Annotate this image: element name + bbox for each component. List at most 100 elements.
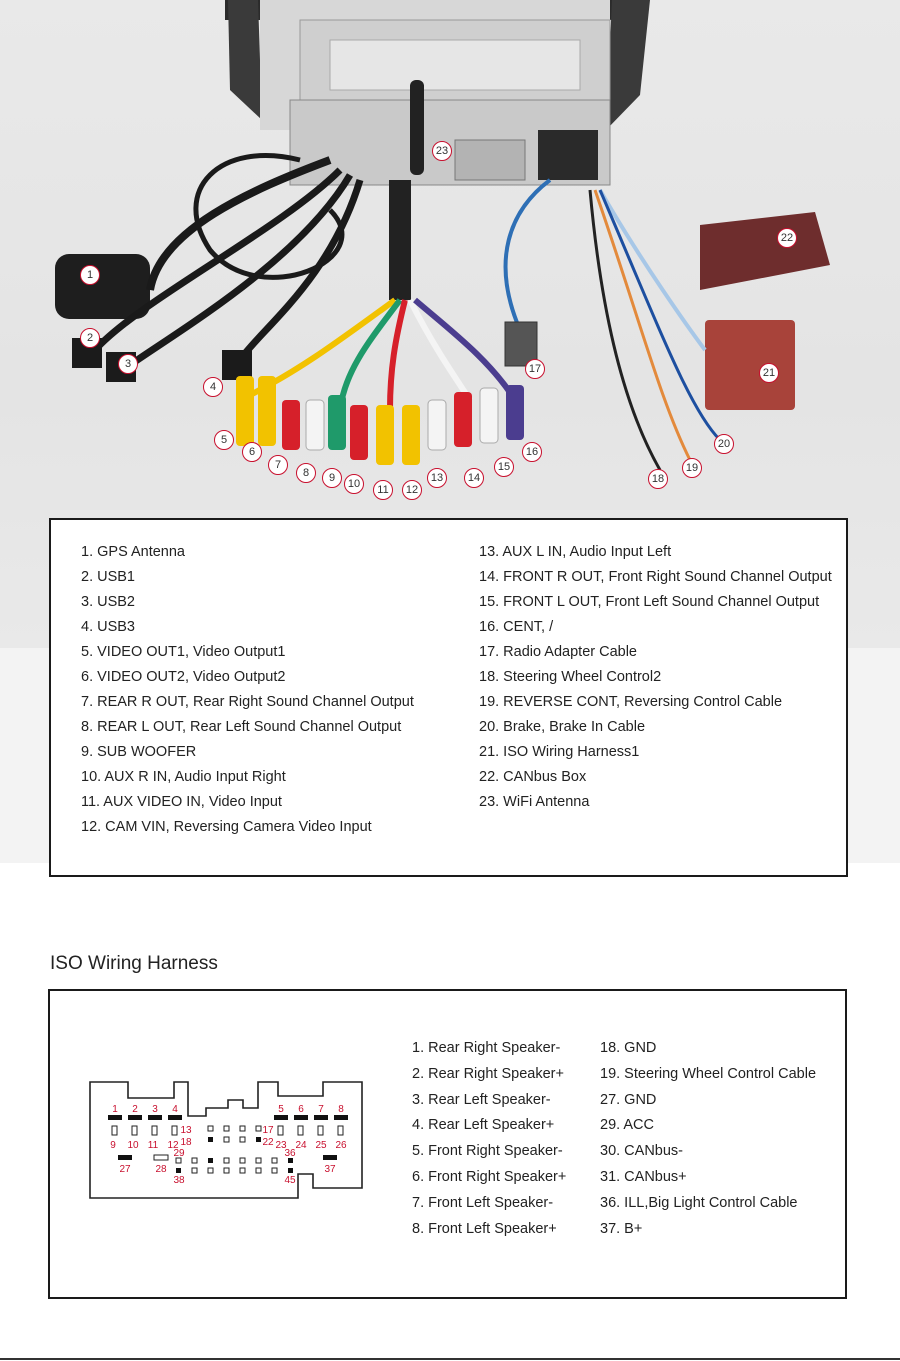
- callout-5: 5: [214, 430, 234, 450]
- pin-label: 27: [119, 1164, 131, 1175]
- callout-13: 13: [427, 468, 447, 488]
- callout-6: 6: [242, 442, 262, 462]
- legend-item: 21. ISO Wiring Harness1: [479, 744, 640, 760]
- callout-14: 14: [464, 468, 484, 488]
- top-row-pins: [108, 1115, 348, 1120]
- iso-pin-item: 7. Front Left Speaker-: [412, 1194, 554, 1211]
- callout-18: 18: [648, 469, 668, 489]
- legend-item: 11. AUX VIDEO IN, Video Input: [81, 794, 282, 810]
- bezel-right: [606, 0, 650, 130]
- callout-2: 2: [80, 328, 100, 348]
- legend-item: 19. REVERSE CONT, Reversing Control Cabl…: [479, 694, 783, 710]
- legend-column-right: 13. AUX L IN, Audio Input Left 14. FRONT…: [479, 540, 832, 815]
- pin-label: 10: [127, 1140, 139, 1151]
- pin-label: 6: [298, 1104, 304, 1115]
- iso-pin-item: 18. GND: [600, 1040, 657, 1056]
- pin-label: 29: [173, 1148, 185, 1159]
- legend-column-left: 1. GPS Antenna 2. USB1 3. USB2 4. USB3 5…: [81, 540, 414, 840]
- callout-4: 4: [203, 377, 223, 397]
- pin-label: 24: [295, 1140, 307, 1151]
- callout-9: 9: [322, 468, 342, 488]
- iso-section-title: ISO Wiring Harness: [50, 953, 218, 974]
- pin-label: 23: [275, 1140, 287, 1151]
- iso-socket: [538, 130, 598, 180]
- callout-11: 11: [373, 480, 393, 500]
- iso-pin-item: 30. CANbus-: [600, 1143, 684, 1160]
- bezel-left: [228, 0, 262, 120]
- callout-19: 19: [682, 458, 702, 478]
- gps-antenna-shape: [55, 254, 150, 319]
- canbus-box-shape: [700, 212, 830, 290]
- iso-pin-item: 29. ACC: [600, 1117, 654, 1134]
- pin-label: 13: [180, 1125, 192, 1136]
- callout-20: 20: [714, 434, 734, 454]
- iso-pin-item: 3. Rear Left Speaker-: [412, 1091, 551, 1108]
- callout-7: 7: [268, 455, 288, 475]
- iso-pin-item: 4. Rear Left Speaker+: [412, 1117, 555, 1134]
- legend-item: 16. CENT, /: [479, 619, 554, 635]
- pin-label: 28: [155, 1164, 167, 1175]
- pin-label: 45: [284, 1175, 296, 1186]
- pin-label: 4: [172, 1104, 178, 1115]
- legend-item: 20. Brake, Brake In Cable: [479, 719, 646, 735]
- legend-item: 12. CAM VIN, Reversing Camera Video Inpu…: [81, 819, 372, 835]
- legend-item: 22. CANbus Box: [479, 769, 587, 785]
- callout-21: 21: [759, 363, 779, 383]
- legend-item: 10. AUX R IN, Audio Input Right: [81, 769, 286, 785]
- legend-item: 8. REAR L OUT, Rear Left Sound Channel O…: [81, 719, 402, 735]
- legend-item: 17. Radio Adapter Cable: [479, 644, 637, 660]
- callout-8: 8: [296, 463, 316, 483]
- pin-label: 12: [167, 1140, 179, 1151]
- iso-pin-item: 6. Front Right Speaker+: [412, 1168, 567, 1185]
- legend-item: 14. FRONT R OUT, Front Right Sound Chann…: [479, 569, 832, 585]
- pin-label: 18: [180, 1137, 192, 1148]
- pin-label: 17: [262, 1125, 274, 1136]
- legend-item: 6. VIDEO OUT2, Video Output2: [81, 669, 286, 685]
- pin-label: 37: [324, 1164, 336, 1175]
- rca-plugs: [236, 376, 524, 465]
- iso-pin-item: 36. ILL,Big Light Control Cable: [600, 1194, 798, 1211]
- legend-item: 7. REAR R OUT, Rear Right Sound Channel …: [81, 694, 414, 710]
- iso-pin-item: 37. B+: [600, 1220, 643, 1237]
- bottom-divider: [0, 1358, 900, 1360]
- pin-label: 3: [152, 1104, 158, 1115]
- legend-item: 4. USB3: [81, 619, 135, 635]
- legend-item: 23. WiFi Antenna: [479, 794, 590, 810]
- pin-label: 7: [318, 1104, 324, 1115]
- iso-pin-item: 8. Front Left Speaker+: [412, 1220, 557, 1237]
- legend-item: 18. Steering Wheel Control2: [479, 669, 662, 685]
- wiring-photo-illustration: [55, 0, 830, 471]
- legend-item: 5. VIDEO OUT1, Video Output1: [81, 644, 286, 660]
- pin-label: 25: [315, 1140, 327, 1151]
- pin-label: 1: [112, 1104, 118, 1115]
- iso-connector-diagram: 1 2 3 4 5 6 7 8 9 10 11 12 13 18 17 22 2…: [89, 1081, 363, 1199]
- component-legend: 1. GPS Antenna 2. USB1 3. USB2 4. USB3 5…: [49, 518, 848, 877]
- callout-16: 16: [522, 442, 542, 462]
- pin-label: 8: [338, 1104, 344, 1115]
- callout-15: 15: [494, 457, 514, 477]
- iso-wiring-panel: 1 2 3 4 5 6 7 8 9 10 11 12 13 18 17 22 2…: [48, 989, 847, 1299]
- legend-item: 13. AUX L IN, Audio Input Left: [479, 544, 672, 560]
- legend-item: 1. GPS Antenna: [81, 544, 185, 560]
- pin-label: 38: [173, 1175, 185, 1186]
- callout-10: 10: [344, 474, 364, 494]
- pin-label: 2: [132, 1104, 138, 1115]
- callout-22: 22: [777, 228, 797, 248]
- callout-12: 12: [402, 480, 422, 500]
- wifi-antenna-shape: [410, 80, 424, 175]
- iso-pin-list-a: 1. Rear Right Speaker- 2. Rear Right Spe…: [412, 1036, 566, 1242]
- iso-pin-item: 2. Rear Right Speaker+: [412, 1065, 564, 1082]
- callout-3: 3: [118, 354, 138, 374]
- legend-item: 9. SUB WOOFER: [81, 744, 197, 760]
- iso-pin-item: 1. Rear Right Speaker-: [412, 1040, 561, 1056]
- iso-pin-item: 31. CANbus+: [600, 1168, 687, 1185]
- pin-label: 26: [335, 1140, 347, 1151]
- legend-item: 3. USB2: [81, 594, 135, 610]
- iso-pin-item: 5. Front Right Speaker-: [412, 1143, 563, 1160]
- pin-label: 11: [148, 1140, 159, 1151]
- legend-item: 2. USB1: [81, 569, 135, 585]
- pin-label: 36: [284, 1148, 296, 1159]
- iso-pin-item: 27. GND: [600, 1091, 657, 1108]
- legend-item: 15. FRONT L OUT, Front Left Sound Channe…: [479, 594, 820, 610]
- pin-label: 22: [262, 1137, 274, 1148]
